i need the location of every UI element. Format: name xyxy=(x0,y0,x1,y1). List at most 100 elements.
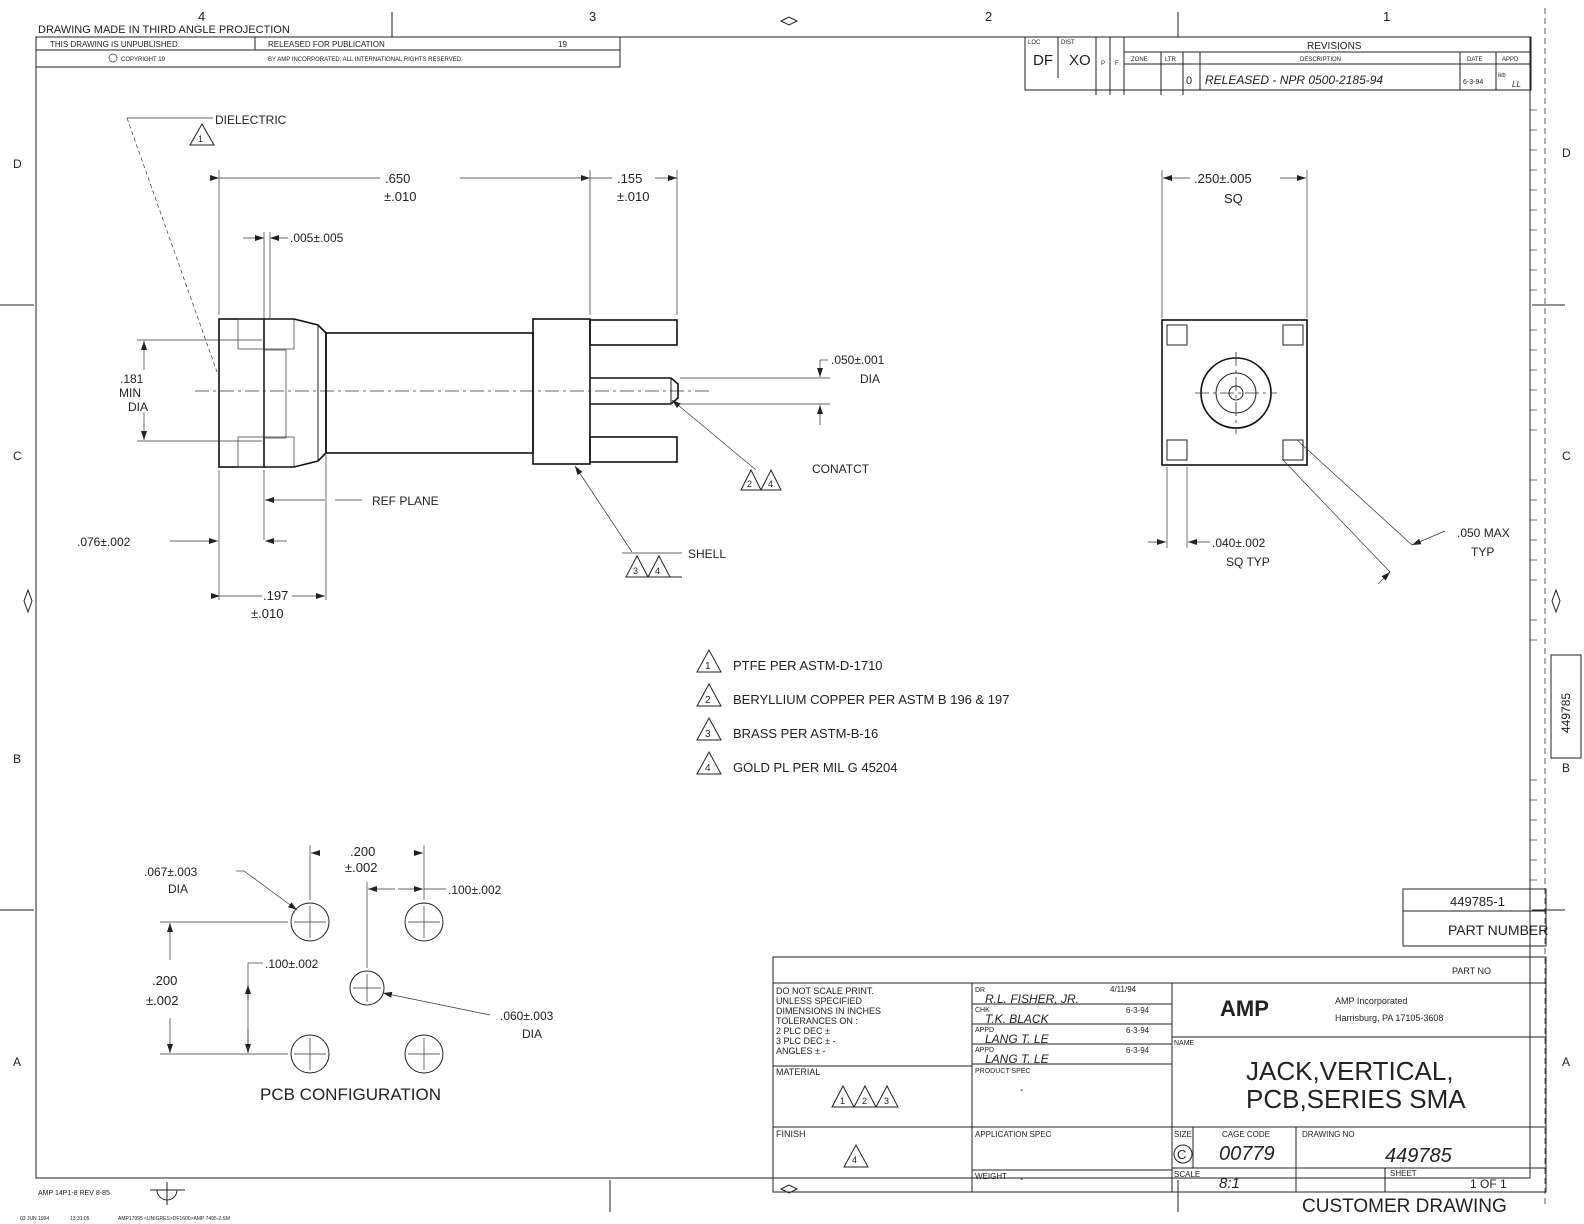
pcb-hole-bottom-left xyxy=(290,1034,330,1074)
general-line-6: 3 PLC DEC ± - xyxy=(776,1036,835,1046)
p-label: P xyxy=(1101,61,1105,67)
dim-650: .650 xyxy=(385,171,410,186)
footer: AMP 14P1-8 REV 8-85 03 JUN 1994 13:31:05… xyxy=(20,1182,230,1222)
dim-181-min: MIN xyxy=(119,386,141,400)
dim-050: .050±.001 xyxy=(831,353,885,367)
dim-067-dia: DIA xyxy=(168,882,188,896)
scale-value: 8:1 xyxy=(1219,1175,1240,1192)
appd1-name: LANG T. LE xyxy=(985,1032,1050,1046)
dim-060: .060±.003 xyxy=(500,1009,554,1023)
dim-650-tol: ±.010 xyxy=(384,189,416,204)
loc-value: DF xyxy=(1033,52,1053,69)
note-text: GOLD PL PER MIL G 45204 xyxy=(733,760,898,775)
appd1-date: 6-3-94 xyxy=(1126,1026,1150,1035)
appd2-date: 6-3-94 xyxy=(1126,1046,1150,1055)
dim-040-sq-typ: SQ TYP xyxy=(1226,555,1270,569)
dim-181: .181 xyxy=(120,372,144,386)
date-header: DATE xyxy=(1467,57,1483,63)
pcb-configuration: .067±.003 DIA .200 ±.002 .100±.002 .200 … xyxy=(144,844,554,1104)
cage-code-label: CAGE CODE xyxy=(1222,1130,1270,1139)
dim-155-tol: ±.010 xyxy=(617,189,649,204)
company-name: AMP Incorporated xyxy=(1335,996,1407,1006)
finish-flag-number-4: 4 xyxy=(852,1155,857,1165)
dielectric-label: DIELECTRIC xyxy=(215,113,287,127)
form-number: AMP 14P1-8 REV 8-85 xyxy=(38,1190,110,1197)
description-header: DESCRIPTION xyxy=(1300,57,1341,63)
zone-col-4: 4 xyxy=(198,9,205,24)
dim-100-left: .100±.002 xyxy=(265,957,319,971)
dim-076: .076±.002 xyxy=(77,535,131,549)
weight-value: - xyxy=(1020,1174,1023,1185)
product-spec-value: - xyxy=(1020,1085,1023,1096)
dr-name: R.L. FISHER, JR. xyxy=(985,992,1079,1006)
dim-060-dia: DIA xyxy=(522,1027,542,1041)
cage-code-value: 00779 xyxy=(1219,1143,1275,1165)
note-2: 2 BERYLLIUM COPPER PER ASTM B 196 & 197 xyxy=(696,682,1010,707)
part-no-label: PART NO xyxy=(1452,966,1491,976)
release-year: 19 xyxy=(558,40,567,49)
ref-plane-label: REF PLANE xyxy=(372,494,439,508)
dim-197: .197 xyxy=(263,588,288,603)
title-line-1: JACK,VERTICAL, xyxy=(1246,1056,1454,1086)
general-line-3: DIMENSIONS IN INCHES xyxy=(776,1006,881,1016)
plot-time: 13:31:05 xyxy=(70,1216,90,1222)
dim-200-top-tol: ±.002 xyxy=(345,860,377,875)
projection-note: DRAWING MADE IN THIRD ANGLE PROJECTION xyxy=(38,24,290,36)
appd2-name: LANG T. LE xyxy=(985,1052,1050,1066)
shell-flag-number-3: 3 xyxy=(633,566,638,576)
dist-label: DIST xyxy=(1061,40,1075,46)
revision-appd: LL xyxy=(1512,80,1521,89)
size-label: SIZE xyxy=(1174,1130,1192,1139)
chk-label: CHK xyxy=(975,1007,990,1014)
note-number: 4 xyxy=(705,763,711,774)
note-1-flag-number: 1 xyxy=(198,134,203,144)
general-line-1: DO NOT SCALE PRINT. xyxy=(776,986,874,996)
dim-155: .155 xyxy=(617,171,642,186)
material-flag-number-2: 2 xyxy=(862,1096,867,1106)
zone-row-c-left: C xyxy=(13,449,22,463)
appd-label-2: APPD xyxy=(975,1047,994,1054)
chk-date: 6-3-94 xyxy=(1126,1006,1150,1015)
amp-logo: AMP xyxy=(1220,996,1269,1021)
note-text: BRASS PER ASTM-B-16 xyxy=(733,726,878,741)
unpublished-note: THIS DRAWING IS UNPUBLISHED. xyxy=(50,40,180,49)
release-block: DRAWING MADE IN THIRD ANGLE PROJECTION T… xyxy=(35,24,621,68)
sheet-label: SHEET xyxy=(1390,1169,1417,1178)
product-spec-label: PRODUCT SPEC xyxy=(975,1068,1031,1075)
revision-drawn: ikb xyxy=(1498,73,1506,79)
revision-ltr: 0 xyxy=(1186,75,1192,87)
company-address: Harrisburg, PA 17105-3608 xyxy=(1335,1013,1443,1023)
dim-050-max: .050 MAX xyxy=(1457,526,1510,540)
plot-path: AMP17995 <UNIGRES>DF1600>AMP 7495-2.SM xyxy=(118,1216,230,1222)
shell-flag-number-4: 4 xyxy=(655,566,660,576)
sheet-value: 1 OF 1 xyxy=(1470,1177,1507,1191)
dim-200-left: .200 xyxy=(152,973,177,988)
application-spec-label: APPLICATION SPEC xyxy=(975,1130,1052,1139)
note-flag-icon xyxy=(696,750,722,775)
note-flag-icon xyxy=(696,716,722,741)
customer-drawing-label: CUSTOMER DRAWING xyxy=(1302,1196,1507,1217)
size-value: C xyxy=(1177,1147,1186,1162)
released-label: RELEASED FOR PUBLICATION xyxy=(268,40,385,49)
dim-050-dia: DIA xyxy=(860,372,880,386)
appd-label-1: APPD xyxy=(975,1027,994,1034)
dim-200-left-tol: ±.002 xyxy=(146,993,178,1008)
dim-050-max-typ: TYP xyxy=(1471,545,1494,559)
zone-row-c-right: C xyxy=(1562,449,1571,463)
pcb-hole-center xyxy=(349,970,385,1006)
revision-description: RELEASED - NPR 0500-2185-94 xyxy=(1205,73,1383,87)
note-1-flag-icon xyxy=(189,122,215,146)
revision-row: 0 RELEASED - NPR 0500-2185-94 6-3-94 ikb… xyxy=(1186,73,1521,89)
side-view: 1 DIELECTRIC .650 ±.010 .155 ±.010 .005±… xyxy=(77,113,885,621)
part-number-value: 449785-1 xyxy=(1450,894,1505,909)
dim-040: .040±.002 xyxy=(1212,536,1266,550)
zone-row-b-right: B xyxy=(1562,761,1570,775)
plot-date: 03 JUN 1994 xyxy=(20,1216,49,1222)
general-line-5: 2 PLC DEC ± xyxy=(776,1026,830,1036)
notes-list: 1 PTFE PER ASTM-D-1710 2 BERYLLIUM COPPE… xyxy=(696,648,1010,775)
side-drawing-number: 449785 xyxy=(1559,693,1573,733)
title-line-2: PCB,SERIES SMA xyxy=(1246,1084,1466,1114)
dim-067: .067±.003 xyxy=(144,865,198,879)
dim-250-sq: SQ xyxy=(1224,191,1243,206)
